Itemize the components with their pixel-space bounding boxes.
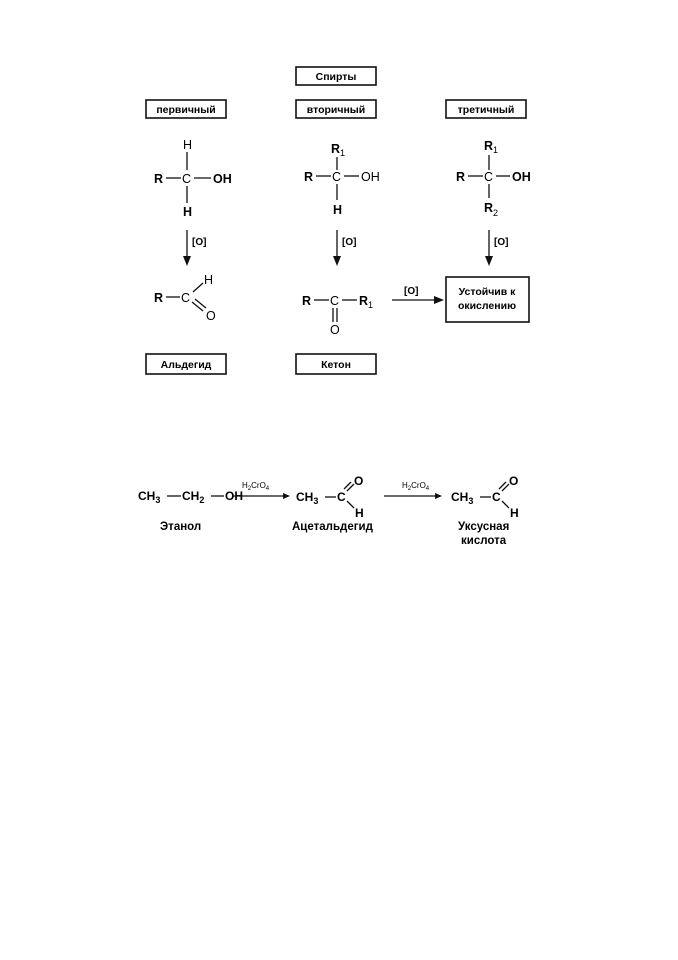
aldehyde-structure: R C H O — [154, 273, 216, 323]
svg-text:H: H — [510, 506, 519, 520]
atom-oh: OH — [361, 170, 380, 184]
ethanol-formula: CH3 CH2 OH — [138, 489, 243, 505]
secondary-alcohol-structure: R 1 R C OH H — [304, 142, 380, 217]
svg-text:O: O — [509, 474, 518, 488]
atom-r2: R — [484, 201, 493, 215]
primary-alcohol-structure: H R C OH H — [154, 138, 232, 219]
aldehyde-label: Альдегид — [161, 359, 212, 371]
svg-text:CH3: CH3 — [451, 490, 473, 506]
atom-r1: R — [359, 294, 368, 308]
atom-oh: OH — [213, 172, 232, 186]
ketone-oxidation-arrow: [O] — [392, 286, 444, 304]
ketone-label: Кетон — [321, 359, 351, 371]
atom-r: R — [302, 294, 311, 308]
svg-text:1: 1 — [493, 145, 498, 155]
ketone-structure: R C R 1 O — [302, 294, 373, 337]
svg-text:CH3: CH3 — [296, 490, 318, 506]
tertiary-alcohol-structure: R 1 R C OH R 2 — [456, 139, 531, 218]
atom-h: H — [204, 273, 213, 287]
atom-r: R — [456, 170, 465, 184]
svg-text:O: O — [354, 474, 363, 488]
atom-h-bottom: H — [333, 203, 342, 217]
svg-text:H: H — [355, 506, 364, 520]
atom-o: O — [330, 323, 340, 337]
atom-r: R — [154, 172, 163, 186]
reaction-arrow-2: H2CrO4 — [384, 481, 442, 499]
primary-box: первичный — [145, 99, 227, 119]
ketone-box: Кетон — [295, 353, 377, 375]
oxidation-arrow-tertiary: [O] — [485, 230, 508, 266]
reaction-arrow-1: H2CrO4 — [232, 481, 290, 499]
atom-oh: OH — [512, 170, 531, 184]
svg-text:CH2: CH2 — [182, 489, 204, 505]
ethanol-name: Этанол — [160, 521, 201, 533]
svg-text:1: 1 — [340, 148, 345, 158]
acetic-acid-name-line1: Уксусная — [458, 521, 509, 533]
acetaldehyde-formula: CH3 C O H — [296, 474, 364, 520]
svg-text:2: 2 — [493, 208, 498, 218]
atom-c: C — [330, 294, 339, 308]
oxidant-label: [O] — [494, 237, 508, 248]
svg-text:1: 1 — [368, 300, 373, 310]
atom-c: C — [332, 170, 341, 184]
atom-r: R — [154, 291, 163, 305]
oxidant-label: [O] — [192, 237, 206, 248]
svg-text:C: C — [492, 490, 501, 504]
oxidant-label: [O] — [404, 286, 418, 297]
atom-h-bottom: H — [183, 205, 192, 219]
secondary-label: вторичный — [307, 104, 365, 116]
atom-r1: R — [484, 139, 493, 153]
svg-text:H2CrO4: H2CrO4 — [242, 481, 270, 492]
tertiary-label: третичный — [458, 104, 515, 116]
title-box: Спирты — [295, 66, 377, 86]
acetic-acid-formula: CH3 C O H — [451, 474, 519, 520]
acetaldehyde-name: Ацетальдегид — [292, 521, 374, 533]
secondary-box: вторичный — [295, 99, 377, 119]
oxidation-arrow-primary: [O] — [183, 230, 206, 266]
atom-h-top: H — [183, 138, 192, 152]
svg-text:H2CrO4: H2CrO4 — [402, 481, 430, 492]
oxidant-label: [O] — [342, 237, 356, 248]
stable-line2: окислению — [458, 300, 516, 312]
atom-c: C — [484, 170, 493, 184]
svg-text:CH3: CH3 — [138, 489, 160, 505]
atom-c: C — [182, 172, 191, 186]
primary-label: первичный — [156, 104, 215, 116]
acetic-acid-name-line2: кислота — [461, 535, 507, 547]
atom-r1: R — [331, 142, 340, 156]
atom-c: C — [181, 291, 190, 305]
title-text: Спирты — [316, 71, 357, 83]
oxidation-arrow-secondary: [O] — [333, 230, 356, 266]
stable-box: Устойчив к окислению — [445, 276, 530, 323]
atom-r: R — [304, 170, 313, 184]
svg-text:C: C — [337, 490, 346, 504]
tertiary-box: третичный — [445, 99, 527, 119]
atom-o: O — [206, 309, 216, 323]
stable-line1: Устойчив к — [459, 286, 517, 298]
aldehyde-box: Альдегид — [145, 353, 227, 375]
